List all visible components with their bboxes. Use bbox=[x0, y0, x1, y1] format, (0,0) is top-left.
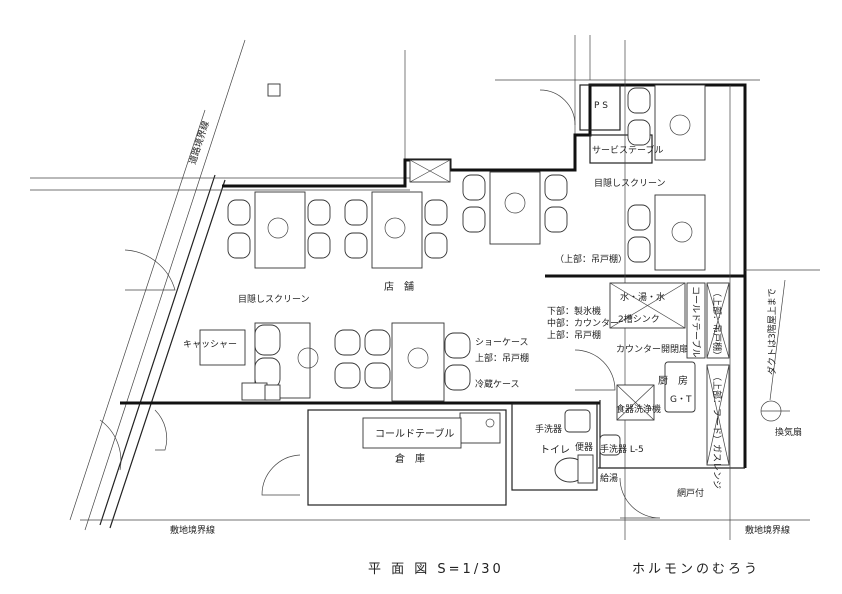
fan-label: 換気扇 bbox=[775, 426, 802, 438]
toilet-bowl-label: 便器 bbox=[575, 441, 593, 453]
counter-door-label: カウンター開閉扉 bbox=[616, 343, 688, 355]
showcase-label: ショーケース bbox=[475, 337, 529, 348]
store-label: 店 舗 bbox=[384, 280, 414, 293]
hood-range-label: （上部：フード）ガスレンジ bbox=[711, 372, 723, 489]
doors bbox=[99, 89, 661, 519]
hand-wash-l5-label: 手洗器 L-5 bbox=[600, 443, 644, 455]
road-boundary-lines bbox=[69, 39, 246, 531]
two-sink-label: 2槽シンク bbox=[618, 313, 660, 325]
toilet-label: トイレ bbox=[540, 445, 570, 456]
ps-label: P S bbox=[594, 101, 608, 111]
upper-cabinet-top-label: （上部：吊戸棚） bbox=[555, 253, 627, 265]
upper-cabinet-mid-label: 上部：吊戸棚 bbox=[475, 352, 529, 364]
dishwasher-label: 食器洗浄機 bbox=[616, 403, 661, 415]
walls bbox=[120, 83, 747, 506]
cashier-label: キャッシャー bbox=[183, 340, 237, 350]
kitchen-label: 厨 房 bbox=[658, 374, 688, 387]
hot-water-label: 給湯 bbox=[600, 472, 618, 484]
grease-trap-label: G・T bbox=[670, 395, 692, 405]
hand-wash-label: 手洗器 bbox=[535, 423, 562, 435]
screen-left-label: 目隠しスクリーン bbox=[238, 293, 310, 305]
site-boundary-left-label: 敷地境界線 bbox=[170, 524, 215, 536]
lower-ice-label: 下部：製氷機 bbox=[547, 305, 601, 317]
site-boundary-right-label: 敷地境界線 bbox=[745, 524, 790, 536]
shop-name: ホルモンのむろう bbox=[632, 562, 760, 577]
upper-cabinet-right-label: （上部：吊戸棚） bbox=[711, 288, 723, 360]
screen-door-label: 網戸付 bbox=[677, 487, 704, 499]
cold-table-right-label: コールドテーブル bbox=[690, 286, 702, 357]
road-boundary-label: 道路境界線 bbox=[186, 119, 211, 166]
column-marker bbox=[267, 83, 281, 97]
fridge-case-label: 冷蔵ケース bbox=[475, 378, 520, 390]
service-table-label: サービステーブル bbox=[592, 144, 663, 156]
tables bbox=[199, 84, 706, 402]
storage-label: 倉 庫 bbox=[395, 452, 425, 465]
upper-cabinet-left-label: 上部：吊戸棚 bbox=[547, 329, 601, 341]
sink-water-label: 水・湯・水 bbox=[620, 291, 665, 303]
duct-note-label: ダクトは3階屋上まで bbox=[766, 288, 778, 375]
screen-top-label: 目隠しスクリーン bbox=[594, 177, 666, 189]
middle-counter-label: 中部：カウンター bbox=[547, 317, 619, 329]
drawing-title: 平 面 図 S=1/30 bbox=[368, 562, 504, 577]
cold-table-storage-label: コールドテーブル bbox=[375, 427, 454, 440]
kitchen-fixtures bbox=[362, 279, 790, 484]
